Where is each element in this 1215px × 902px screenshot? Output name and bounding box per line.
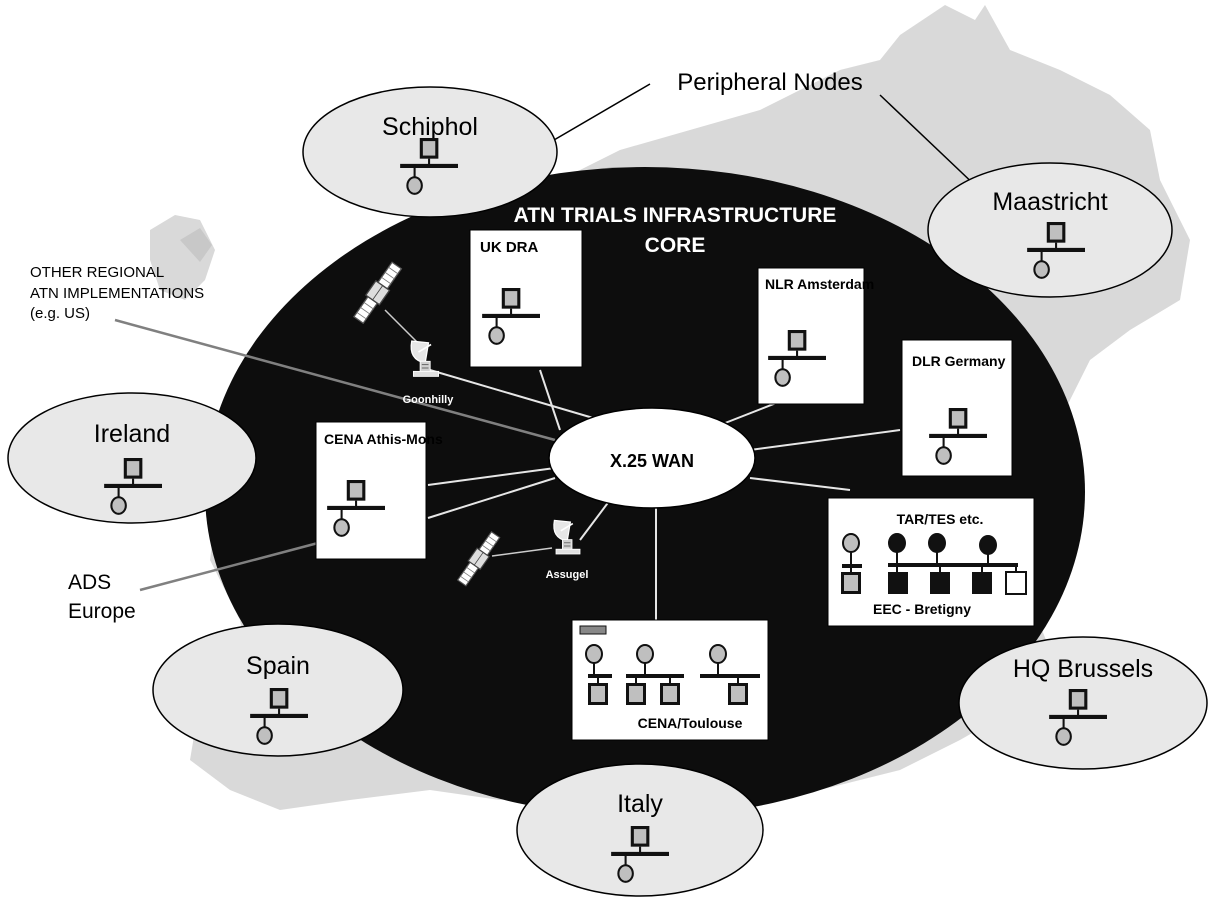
ads-europe-link [139,541,319,592]
site-cena-athis-mons[interactable]: CENA Athis-Mons [315,421,443,560]
schiphol-label: Schiphol [382,113,478,141]
peripheral-node-hq-brussels[interactable]: HQ Brussels [958,636,1208,770]
satellite-uplink-aussaguel [491,547,553,557]
peripheral-callout-line-right [879,94,981,191]
hq-brussels-label: HQ Brussels [1013,655,1153,683]
aussaguel-label: Assugel [546,569,589,581]
peripheral-node-schiphol[interactable]: Schiphol [302,86,558,218]
link-cena-athis [427,467,556,486]
spain-label: Spain [246,652,310,680]
other-regional-label-line3: (e.g. US) [30,305,90,322]
satellite-uplink-goonhilly [384,309,421,346]
site-uk-dra[interactable]: UK DRA [469,229,583,368]
site-cena-toulouse[interactable]: CENA/Toulouse [571,619,769,741]
site-eec-tar-label: TAR/TES etc. [897,511,984,527]
peripheral-callout-line-left [553,83,651,141]
other-regional-label-line2: ATN IMPLEMENTATIONS [30,285,204,302]
link-uk-dra [539,369,561,431]
other-regional-label-line1: OTHER REGIONAL [30,264,164,281]
eec-network [841,533,1027,595]
site-nlr-label: NLR Amsterdam [765,276,874,292]
peripheral-node-italy[interactable]: Italy [516,763,764,897]
core-title-line2: CORE [645,234,706,257]
peripheral-nodes-label: Peripheral Nodes [677,69,862,96]
peripheral-node-ireland[interactable]: Ireland [7,392,257,524]
site-eec-bretigny-label: EEC - Bretigny [873,601,971,617]
peripheral-node-maastricht[interactable]: Maastricht [927,162,1173,298]
site-cena-toulouse-label: CENA/Toulouse [638,715,743,731]
hub-label: X.25 WAN [610,451,694,471]
cena-toulouse-network [579,625,760,705]
site-dlr-germany[interactable]: DLR Germany [901,339,1013,477]
italy-label: Italy [617,790,663,818]
ads-label-line2: Europe [68,600,136,623]
x25-wan-hub[interactable]: X.25 WAN [548,407,756,509]
site-uk-dra-label: UK DRA [480,239,538,256]
link-ads [427,477,556,519]
other-regional-link [114,318,556,442]
site-dlr-label: DLR Germany [912,353,1006,369]
site-cena-athis-label: CENA Athis-Mons [324,431,443,447]
core-title-line1: ATN TRIALS INFRASTRUCTURE [514,204,837,227]
site-eec-bretigny[interactable]: TAR/TES etc. EEC - Bretigny [827,497,1035,627]
peripheral-node-spain[interactable]: Spain [152,623,404,757]
link-goonhilly [429,369,601,421]
maastricht-label: Maastricht [992,188,1107,216]
goonhilly-label: Goonhilly [403,394,455,406]
ireland-label: Ireland [94,420,170,448]
link-eec [749,477,851,491]
link-aussaguel [579,499,611,541]
site-nlr-amsterdam[interactable]: NLR Amsterdam [757,267,874,405]
link-dlr [749,429,901,451]
ads-label-line1: ADS [68,571,111,594]
